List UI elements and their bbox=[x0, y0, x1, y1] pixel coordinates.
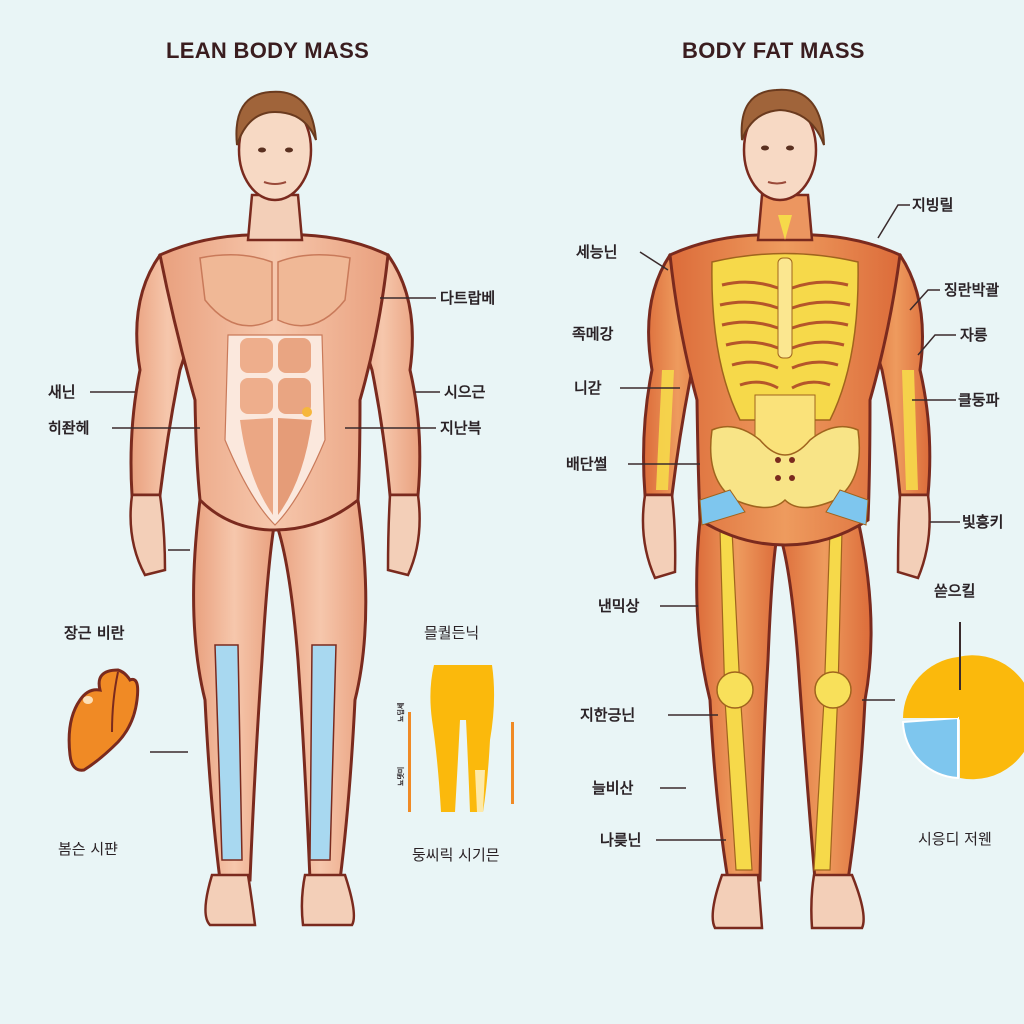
leader-lines bbox=[90, 204, 960, 841]
legs-chart-left-bar bbox=[408, 712, 411, 812]
kneecap-right-icon bbox=[814, 671, 852, 709]
label-forearm-left: 배단썰 bbox=[566, 455, 608, 473]
legs-chart-right-bar bbox=[511, 722, 514, 804]
legs-chart-caption: 둥씨릭 시기믄 bbox=[412, 846, 500, 864]
label-shin-left: 늘비산 bbox=[592, 779, 634, 797]
label-arm-right: 자릉 bbox=[960, 326, 988, 344]
label-hand-right: 빛흥키 bbox=[962, 513, 1004, 531]
liver-caption-bottom: 봄슨 시퍈 bbox=[58, 840, 118, 858]
label-forearm-right: 클둥파 bbox=[958, 391, 1000, 409]
label-shoulder-left: 세능닌 bbox=[576, 243, 618, 261]
lean-body-mass-title: LEAN BODY MASS bbox=[166, 38, 370, 63]
label-forearm-right: 시으근 bbox=[444, 383, 486, 401]
label-knee-left: 지한긍닌 bbox=[580, 706, 636, 724]
liver-icon bbox=[67, 668, 140, 772]
label-elbow-left: 니갇 bbox=[574, 379, 602, 397]
label-neck-right: 지빙릴 bbox=[912, 196, 954, 214]
legs-chart-axis-lower: 뇨뎃미 bbox=[397, 766, 405, 786]
fat-figure bbox=[641, 88, 932, 930]
lean-figure bbox=[129, 90, 422, 927]
label-upper-arm-left: 족메강 bbox=[572, 325, 614, 343]
label-abdomen-left: 히좐헤 bbox=[48, 419, 90, 437]
tendon-right bbox=[309, 644, 337, 861]
legs-chart-icon bbox=[408, 665, 514, 812]
label-thigh-left: 낸믹상 bbox=[598, 597, 640, 615]
pie-chart-title: 쓷으킬 bbox=[934, 582, 976, 600]
pie-chart-caption: 시응디 저웬 bbox=[918, 830, 992, 848]
tendon-left bbox=[214, 644, 243, 861]
fat-deposit-icon bbox=[302, 407, 312, 417]
legs-chart-axis-upper: 뇨딥세 bbox=[397, 702, 405, 722]
label-shoulder-right: 징란박괄 bbox=[944, 281, 1000, 299]
label-upper-arm-right: 다트랍베 bbox=[440, 289, 496, 307]
label-ankle-left: 나릊닌 bbox=[600, 831, 642, 849]
legs-chart-title: 믈퀄든닉 bbox=[424, 624, 480, 642]
label-arm-left: 새닌 bbox=[48, 383, 76, 401]
body-fat-mass-title: BODY FAT MASS bbox=[682, 38, 865, 63]
label-abdomen-right: 지난븍 bbox=[440, 419, 482, 437]
pie-chart bbox=[901, 622, 1024, 780]
liver-caption-top: 장근 비란 bbox=[64, 624, 125, 642]
kneecap-left-icon bbox=[716, 671, 754, 709]
